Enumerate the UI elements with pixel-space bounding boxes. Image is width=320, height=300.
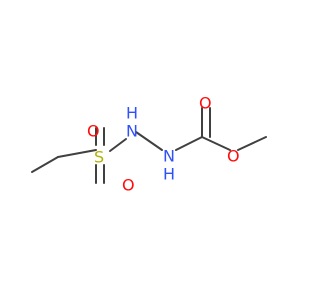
bond-c-o-ester: [201, 136, 231, 151]
atom-oxygen-upper: O: [87, 122, 100, 141]
atom-oxygen-lower: O: [122, 176, 135, 195]
atom-oxygen-carbonyl: O: [199, 94, 212, 113]
bond-o-ester-methyl: [237, 136, 267, 151]
atom-hydrogen-lower: H: [163, 165, 175, 184]
atom-nitrogen-lower: N: [163, 147, 175, 166]
atom-nitrogen-upper: N: [126, 122, 138, 141]
bond-n-lower-carbon: [175, 136, 203, 151]
atom-hydrogen-upper: H: [126, 104, 138, 123]
bond-n-n: [135, 131, 163, 151]
atom-sulfur: S: [94, 148, 104, 167]
molecule-structure: O S O N H N H O O: [31, 93, 267, 195]
bond-s-n-upper: [109, 138, 127, 152]
bond-ch2-s: [57, 149, 97, 158]
atom-oxygen-ester: O: [227, 147, 240, 166]
bond-ethyl-ch3-ch2: [31, 156, 59, 173]
